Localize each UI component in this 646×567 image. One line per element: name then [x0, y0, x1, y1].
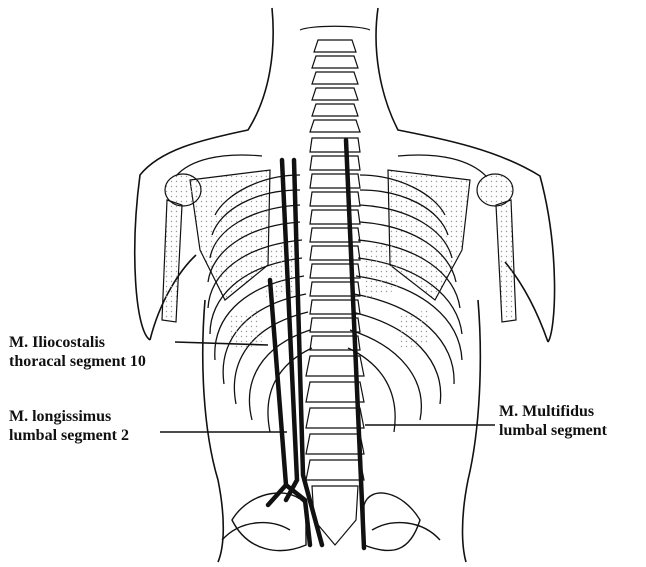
scapula-right: [388, 155, 486, 300]
ribs-right: [348, 175, 462, 432]
label-iliocostalis: M. Iliocostalis thoracal segment 10: [9, 333, 146, 371]
pelvis: [222, 493, 440, 551]
label-multifidus: M. Multifidus lumbal segment: [499, 402, 607, 440]
label-iliocostalis-line1: M. Iliocostalis: [9, 333, 146, 352]
longissimus-track-2: [294, 160, 322, 545]
humerus-right: [477, 174, 516, 322]
multifidus-track: [346, 140, 364, 548]
label-multifidus-line1: M. Multifidus: [499, 402, 607, 421]
cervical-vertebrae: [300, 26, 370, 132]
label-iliocostalis-line2: thoracal segment 10: [9, 352, 146, 371]
label-longissimus-line1: M. longissimus: [9, 407, 129, 426]
humerus-left: [162, 174, 201, 322]
label-longissimus: M. longissimus lumbal segment 2: [9, 407, 129, 445]
body-outline: [135, 8, 555, 562]
label-longissimus-line2: lumbal segment 2: [9, 426, 129, 445]
muscle-tracks: [268, 140, 364, 548]
label-multifidus-line2: lumbal segment: [499, 421, 607, 440]
